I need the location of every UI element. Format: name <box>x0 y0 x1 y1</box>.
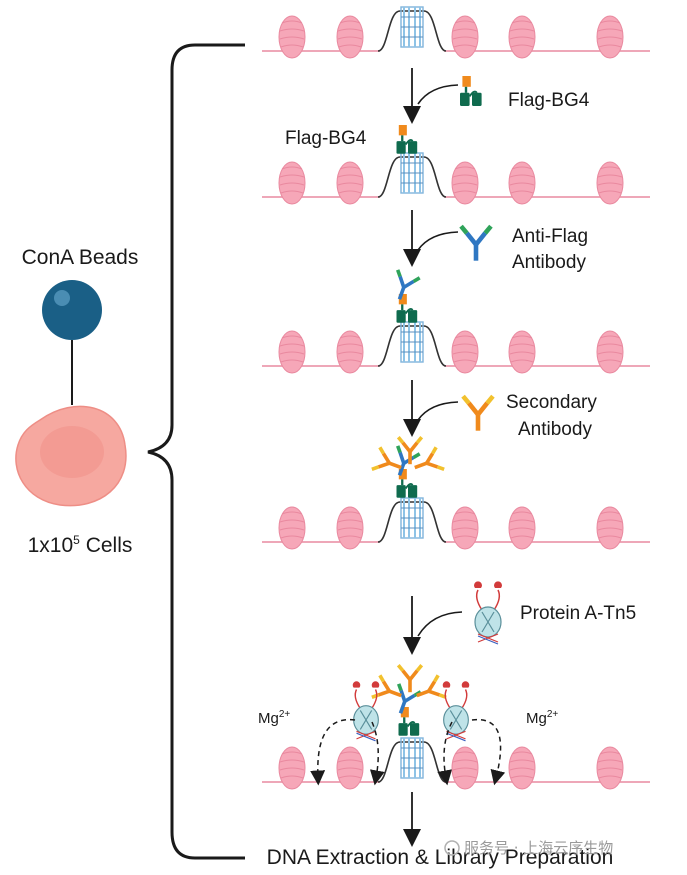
nucleosome <box>336 161 364 205</box>
flag-bg4-icon <box>458 74 483 108</box>
g-quadruplex <box>377 152 447 198</box>
nucleosome <box>278 746 306 790</box>
cell-nucleus <box>40 426 104 478</box>
step3-feed-curve <box>417 401 459 421</box>
mg-ion-left-label: Mg2+ <box>258 709 290 727</box>
g-quadruplex <box>377 737 447 783</box>
nucleosome <box>278 506 306 550</box>
nucleosome <box>596 161 624 205</box>
nucleosome <box>508 161 536 205</box>
grouping-brace <box>147 43 245 860</box>
protein-a-tn5-icon <box>473 580 503 645</box>
nucleosome <box>508 330 536 374</box>
nucleosome <box>508 746 536 790</box>
antibody-icon <box>461 226 491 261</box>
nucleosome <box>278 161 306 205</box>
g-quadruplex <box>377 497 447 543</box>
nucleosome <box>336 15 364 59</box>
nucleosome <box>336 746 364 790</box>
chromatin-track <box>262 321 650 374</box>
nucleosome <box>336 330 364 374</box>
nucleosome <box>596 15 624 59</box>
secondary-label-line2: Antibody <box>518 419 592 440</box>
chromatin-track <box>262 152 650 205</box>
g-quadruplex <box>377 6 447 52</box>
watermark-text: 服务号 · 上海云序生物 <box>464 839 613 857</box>
nucleosome <box>596 330 624 374</box>
nucleosome <box>451 161 479 205</box>
chromatin-track <box>262 497 650 550</box>
secondary-label-line1: Secondary <box>506 392 597 413</box>
nucleosome <box>596 746 624 790</box>
secondary-antibody-icon <box>463 396 493 431</box>
anti-flag-label-line1: Anti-Flag <box>512 226 588 247</box>
cona-bead <box>42 280 102 340</box>
watermark-icon <box>444 840 460 856</box>
g-quadruplex <box>377 321 447 367</box>
dna-extraction-label: DNA Extraction & Library Preparation <box>267 846 614 869</box>
step2-feed-curve <box>417 231 459 251</box>
cona-beads-label: ConA Beads <box>22 246 139 269</box>
flag-bg4-reagent-label: Flag-BG4 <box>508 90 590 111</box>
bound-secondary-antibody <box>408 445 446 481</box>
nucleosome <box>508 506 536 550</box>
tethered-tn5 <box>441 680 471 742</box>
nucleosome <box>451 506 479 550</box>
nucleosome <box>451 330 479 374</box>
anti-flag-label-line2: Antibody <box>512 252 586 273</box>
nucleosome <box>596 506 624 550</box>
nucleosome <box>336 506 364 550</box>
protein-a-tn5-label: Protein A-Tn5 <box>520 603 636 624</box>
cleavage-arrows <box>310 718 506 786</box>
bound-flag-bg4 <box>395 123 419 155</box>
nucleosome <box>278 330 306 374</box>
mg-ion-right-label: Mg2+ <box>526 709 558 727</box>
flag-bg4-bound-label: Flag-BG4 <box>285 128 367 149</box>
step4-feed-curve <box>417 611 463 637</box>
step1-feed-curve <box>417 84 459 105</box>
nucleosome <box>451 746 479 790</box>
nucleosome <box>451 15 479 59</box>
nucleosome <box>278 15 306 59</box>
cona-bead-highlight <box>54 290 70 306</box>
chromatin-track <box>262 6 650 59</box>
bound-secondary-antibody <box>410 673 448 709</box>
nucleosome <box>508 15 536 59</box>
cells-count-label: 1x105 Cells <box>28 533 133 557</box>
